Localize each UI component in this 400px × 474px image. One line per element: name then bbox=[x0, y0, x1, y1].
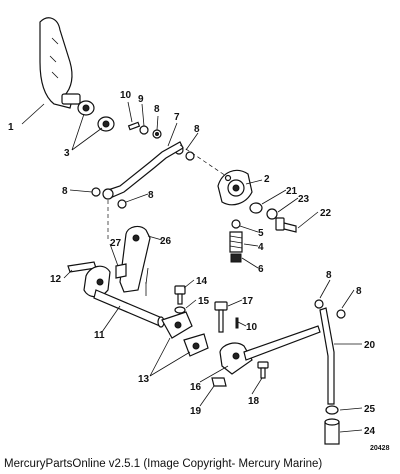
callout-9: 9 bbox=[138, 94, 144, 105]
callout-8-top: 8 bbox=[154, 104, 160, 115]
part-13-clamps bbox=[161, 311, 209, 357]
part-3-bushings bbox=[77, 100, 115, 132]
callout-2: 2 bbox=[264, 174, 270, 185]
callout-1: 1 bbox=[8, 122, 14, 133]
callout-5: 5 bbox=[258, 228, 264, 239]
part-11-shaft bbox=[93, 289, 165, 328]
callout-6: 6 bbox=[258, 264, 264, 275]
callout-17: 17 bbox=[242, 296, 254, 307]
callout-18: 18 bbox=[248, 396, 260, 407]
callout-19: 19 bbox=[190, 406, 202, 417]
part-2-cam bbox=[217, 169, 253, 206]
callout-22: 22 bbox=[320, 208, 332, 219]
callout-25: 25 bbox=[364, 404, 376, 415]
callout-20: 20 bbox=[364, 340, 376, 351]
callout-16: 16 bbox=[190, 382, 202, 393]
callout-24: 24 bbox=[364, 426, 376, 437]
leader-lines bbox=[21, 101, 363, 433]
part-26-bracket bbox=[115, 225, 151, 296]
copyright-footer: MercuryPartsOnline v2.5.1 (Image Copyrig… bbox=[4, 458, 323, 470]
parts-16-18-19-lever bbox=[211, 325, 321, 387]
part-8-washers-left bbox=[91, 187, 127, 209]
part-12-stud-base bbox=[67, 261, 111, 298]
callout-13: 13 bbox=[138, 374, 150, 385]
callout-8-right: 8 bbox=[194, 124, 200, 135]
part-1-lever-handle bbox=[39, 17, 81, 109]
callout-4: 4 bbox=[258, 242, 264, 253]
callout-8-rod-right: 8 bbox=[356, 286, 362, 297]
callout-7: 7 bbox=[174, 112, 180, 123]
callout-14: 14 bbox=[196, 276, 208, 287]
callout-labels: 1 2 3 4 5 6 7 8 8 8 8 8 8 9 10 10 11 12 … bbox=[8, 90, 390, 452]
parts-14-15-screw bbox=[174, 285, 186, 314]
callout-10-top: 10 bbox=[120, 90, 132, 101]
callout-8-rod-left: 8 bbox=[326, 270, 332, 281]
callout-27: 27 bbox=[110, 238, 122, 249]
callout-8-left: 8 bbox=[62, 186, 68, 197]
callout-23: 23 bbox=[298, 194, 310, 205]
callout-11: 11 bbox=[94, 330, 105, 341]
callout-8-mid: 8 bbox=[148, 190, 154, 201]
drawing-code: 20428 bbox=[370, 445, 390, 452]
parts-5-4-6-detent bbox=[229, 219, 243, 263]
callout-3: 3 bbox=[64, 148, 70, 159]
part-7-link-rod bbox=[102, 141, 233, 240]
callout-10-mid: 10 bbox=[246, 322, 258, 333]
parts-21-23-22-hardware bbox=[249, 202, 297, 233]
part-20-rod bbox=[314, 299, 346, 405]
callout-21: 21 bbox=[286, 186, 298, 197]
callout-15: 15 bbox=[198, 296, 210, 307]
parts-25-24-end bbox=[324, 405, 340, 445]
callout-12: 12 bbox=[50, 274, 62, 285]
callout-26: 26 bbox=[160, 236, 172, 247]
parts-17-10-screw bbox=[214, 301, 239, 333]
